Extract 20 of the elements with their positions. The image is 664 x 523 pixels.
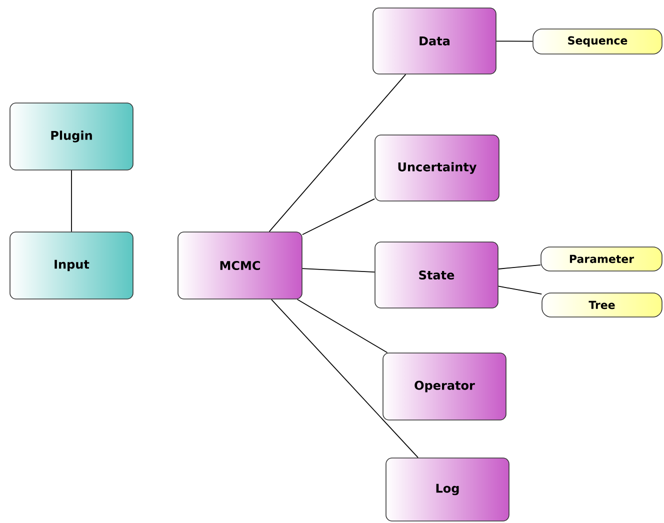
connector-line (302, 268, 376, 272)
tag-box: Parameter (540, 246, 662, 272)
connector-line (270, 298, 418, 458)
connector-line (496, 40, 534, 42)
connector-line (498, 264, 542, 270)
tag-box: Tree (542, 292, 662, 318)
process-box: Data (372, 8, 496, 74)
process-box: Input (10, 232, 134, 300)
process-box: MCMC (178, 232, 302, 300)
process-box: Plugin (10, 102, 134, 170)
connector-line (268, 74, 406, 232)
process-box: Uncertainty (374, 134, 500, 202)
connector-line (71, 170, 72, 232)
process-box: Log (386, 458, 510, 522)
connector-line (296, 298, 388, 354)
connector-line (498, 286, 542, 295)
process-box: State (374, 242, 498, 308)
tag-box: Sequence (532, 28, 662, 54)
process-box: Operator (382, 352, 506, 420)
connector-line (302, 198, 376, 236)
